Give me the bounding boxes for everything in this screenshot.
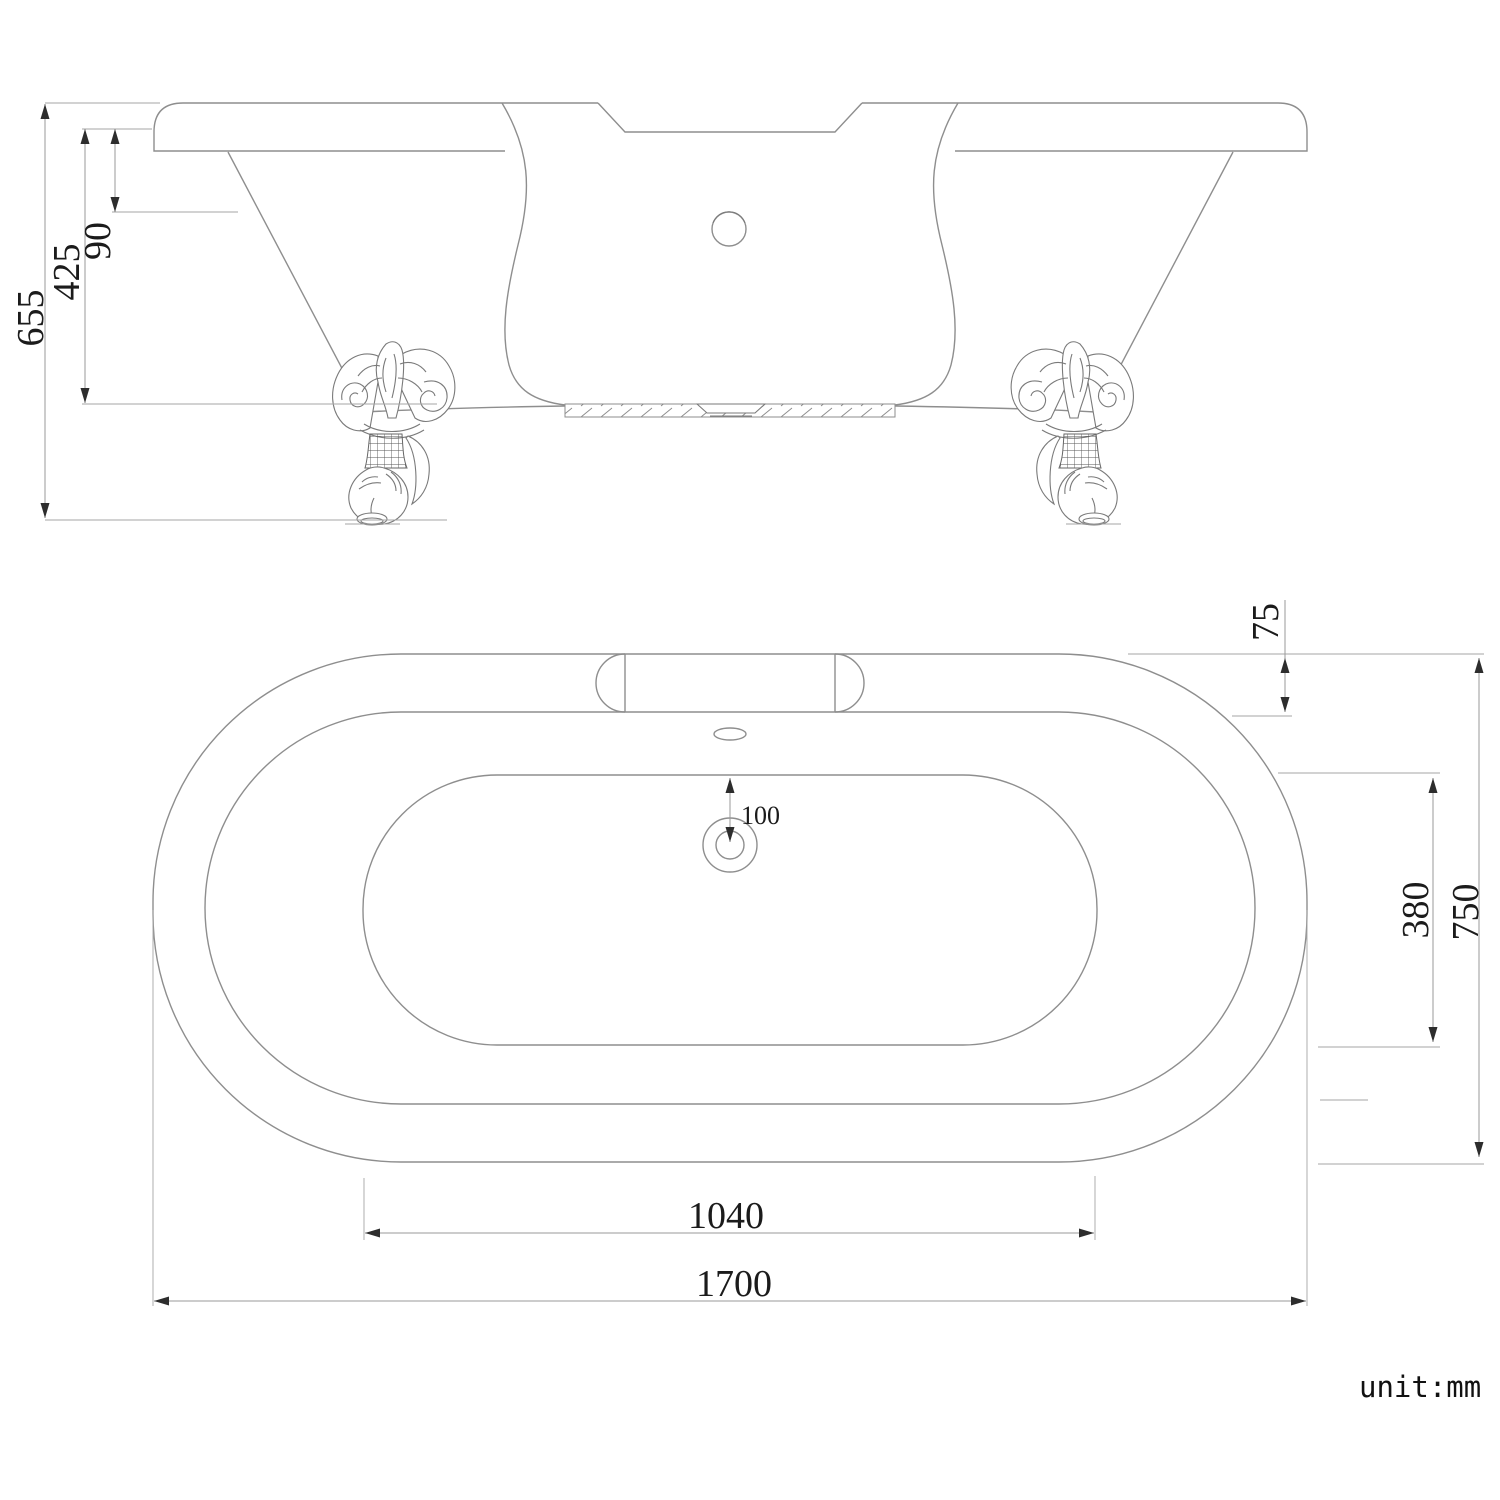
dim-1700-label: 1700 (696, 1263, 772, 1305)
base-center-detail-line (710, 412, 752, 417)
arrowhead-left (365, 1228, 380, 1238)
dimension-basin-inner-length: 1040 (363, 1176, 1096, 1240)
plan-view: 100 75 380 750 (152, 600, 1487, 1306)
dimension-rim-width: 75 (1128, 600, 1484, 717)
tub-far-rim-dip (597, 102, 863, 133)
tub-underside-right (894, 405, 1097, 413)
arrowhead-left (154, 1296, 169, 1306)
tub-outer-edge (152, 653, 1308, 1163)
dimension-basin-inner-width: 380 (1278, 772, 1440, 1101)
arrowhead-down (80, 388, 90, 403)
unit-note: unit:mm (1359, 1370, 1481, 1404)
arrowhead-right (1079, 1228, 1094, 1238)
arrowhead-up (110, 129, 120, 144)
dim-750-label: 750 (1445, 884, 1487, 941)
deck-left-arc (595, 653, 626, 713)
dim-75-label: 75 (1245, 603, 1287, 641)
dim-90-label: 90 (77, 222, 119, 260)
tub-inner-rim-edge (204, 711, 1256, 1105)
clawfoot-right (1010, 341, 1134, 526)
dim-655-label: 655 (10, 290, 52, 347)
arrowhead-down (40, 503, 50, 518)
arrowhead-up (40, 104, 50, 119)
arrowhead-up (80, 129, 90, 144)
dim-425-label: 425 (46, 244, 88, 301)
base-center-detail (695, 403, 767, 414)
tub-front-shell-right-curve (894, 102, 959, 406)
arrowhead-down (725, 827, 735, 842)
dim-1040-label: 1040 (688, 1195, 764, 1237)
arrowhead-down (110, 197, 120, 212)
dim-100-label: 100 (741, 801, 780, 830)
deck-right-arc (834, 653, 865, 713)
tub-front-shell-left-curve (501, 102, 566, 406)
dim-380-label: 380 (1395, 882, 1437, 939)
dimension-rim-drop: 90 (77, 129, 238, 260)
arrowhead-up (1474, 658, 1484, 673)
clawfoot-left (332, 341, 456, 526)
overflow-hole-detail (712, 211, 746, 224)
arrowhead-right (1291, 1296, 1306, 1306)
dimension-base-height: 425 (46, 128, 437, 405)
arrowhead-down (1280, 697, 1290, 712)
arrowhead-up (725, 778, 735, 793)
front-elevation-view: 655 425 90 (10, 102, 1308, 526)
deck-shelf (595, 653, 865, 713)
arrowhead-up (1428, 778, 1438, 793)
basin-floor-edge (362, 774, 1098, 1046)
arrowhead-up (1280, 658, 1290, 673)
tub-rim-band (153, 102, 1308, 152)
dimension-drain-offset: 100 (725, 778, 780, 842)
dimension-overall-length: 1700 (152, 910, 1308, 1306)
overflow-hole-plan (713, 727, 747, 741)
arrowhead-down (1428, 1027, 1438, 1042)
dimension-overall-height: 655 (10, 102, 447, 521)
dimension-overall-width: 750 (1318, 658, 1487, 1165)
arrowhead-down (1474, 1142, 1484, 1157)
